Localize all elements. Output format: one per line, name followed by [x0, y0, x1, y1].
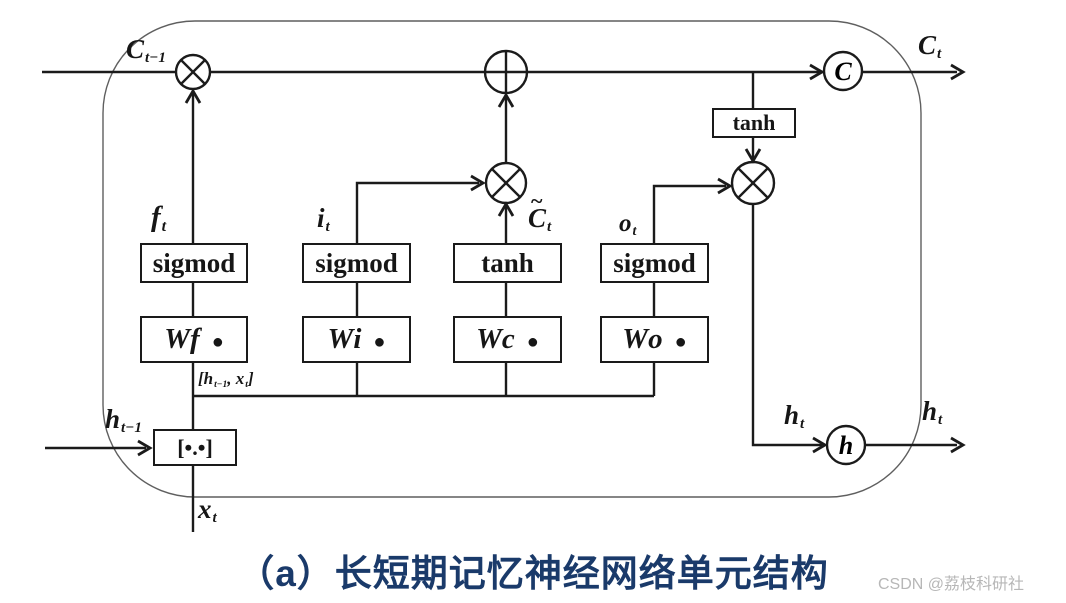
- forget-gate-box: sigmod: [140, 243, 248, 283]
- arrow-right-output-multiply: [717, 177, 733, 195]
- input-gate-box: sigmod: [302, 243, 411, 283]
- label-sub: t: [938, 412, 943, 429]
- label-part: , x: [227, 369, 245, 388]
- arrow-into-concat-box: [137, 439, 153, 457]
- forget-gate-label: ft: [151, 201, 167, 235]
- weight-subscript: f: [190, 323, 200, 355]
- weight-subscript: i: [353, 323, 362, 355]
- label-sub: t: [161, 216, 167, 235]
- label-main: i: [317, 203, 325, 233]
- label-sub: t: [245, 379, 248, 390]
- output-gate-box: sigmod: [600, 243, 709, 283]
- weight-letter: W: [622, 323, 649, 355]
- label-sub: t−1: [214, 379, 228, 390]
- label-sub: t−1: [145, 50, 166, 67]
- input-gate-label: it: [317, 203, 330, 236]
- arrowheads: [137, 63, 966, 457]
- weight-letter: W: [476, 323, 502, 355]
- label-main: h: [784, 400, 800, 430]
- x-input-label: xt: [198, 494, 217, 527]
- arrow-up-input-multiply: [497, 201, 515, 217]
- label-sub: t: [325, 219, 330, 236]
- label-sub: t: [547, 219, 552, 236]
- cell-state-out-label: Ct: [918, 30, 942, 63]
- tilde-mark: ~: [531, 188, 543, 213]
- arrow-into-h-node: [812, 436, 828, 454]
- hidden-out-label: ht: [922, 396, 943, 429]
- label-main: o: [619, 210, 632, 237]
- csdn-watermark: CSDN @荔枝科研社: [878, 576, 1025, 593]
- label-sub: t−1: [121, 420, 142, 437]
- output-gate-to-multiply-line: [652, 184, 726, 243]
- label-part: [h: [198, 369, 214, 388]
- arrow-right-input-multiply: [470, 174, 486, 192]
- label-sub: t: [632, 223, 637, 239]
- arrow-cell-state-out: [950, 63, 966, 81]
- figure-caption: （a）长短期记忆神经网络单元结构: [237, 553, 829, 594]
- operator-nodes: [174, 49, 867, 466]
- label-sub: t: [937, 46, 942, 63]
- label-sub: t: [212, 510, 217, 527]
- label-main: C: [126, 34, 145, 64]
- arrow-up-forget-multiply: [184, 88, 202, 104]
- label-part: ]: [247, 369, 254, 388]
- weight-subscript: c: [501, 323, 515, 355]
- candidate-cell-label: ~Ct: [528, 190, 552, 236]
- weight-subscript: o: [648, 323, 663, 355]
- arrow-into-c-node: [809, 63, 825, 81]
- weight-letter: W: [164, 323, 191, 355]
- multiply-to-h-line: [751, 204, 822, 447]
- label-main: h: [922, 396, 938, 426]
- weight-letter: W: [327, 323, 354, 355]
- hidden-prev-label: ht−1: [105, 404, 142, 437]
- dot-operator: ●: [211, 330, 224, 353]
- hidden-inner-label: ht: [784, 400, 805, 433]
- output-gate-label: ot: [619, 210, 637, 239]
- input-gate-to-multiply-line: [355, 181, 479, 243]
- label-main: x: [198, 494, 212, 524]
- dot-operator: ●: [373, 330, 386, 353]
- arrow-up-add-node: [497, 92, 515, 108]
- concat-box: [•.•]: [153, 429, 237, 466]
- cell-boundary-rounded-rect: [102, 20, 922, 498]
- hidden-output-node-letter: h: [839, 431, 853, 460]
- cell-state-prev-label: Ct−1: [126, 34, 166, 67]
- dot-operator: ●: [526, 330, 539, 353]
- dot-operator: ●: [674, 330, 687, 353]
- concat-vector-label: [ht−1, xt]: [198, 369, 254, 390]
- candidate-tanh-box: tanh: [453, 243, 562, 283]
- label-main: C: [528, 203, 547, 233]
- label-main: h: [105, 404, 121, 434]
- cell-output-node-letter: C: [834, 57, 852, 86]
- label-main: f: [151, 201, 161, 233]
- arrow-hidden-out: [950, 436, 966, 454]
- label-sub: t: [800, 416, 805, 433]
- label-main: C: [918, 30, 937, 60]
- cell-output-node: [822, 50, 864, 92]
- arrow-down-output-multiply: [744, 148, 762, 164]
- output-tanh-box: tanh: [712, 108, 796, 138]
